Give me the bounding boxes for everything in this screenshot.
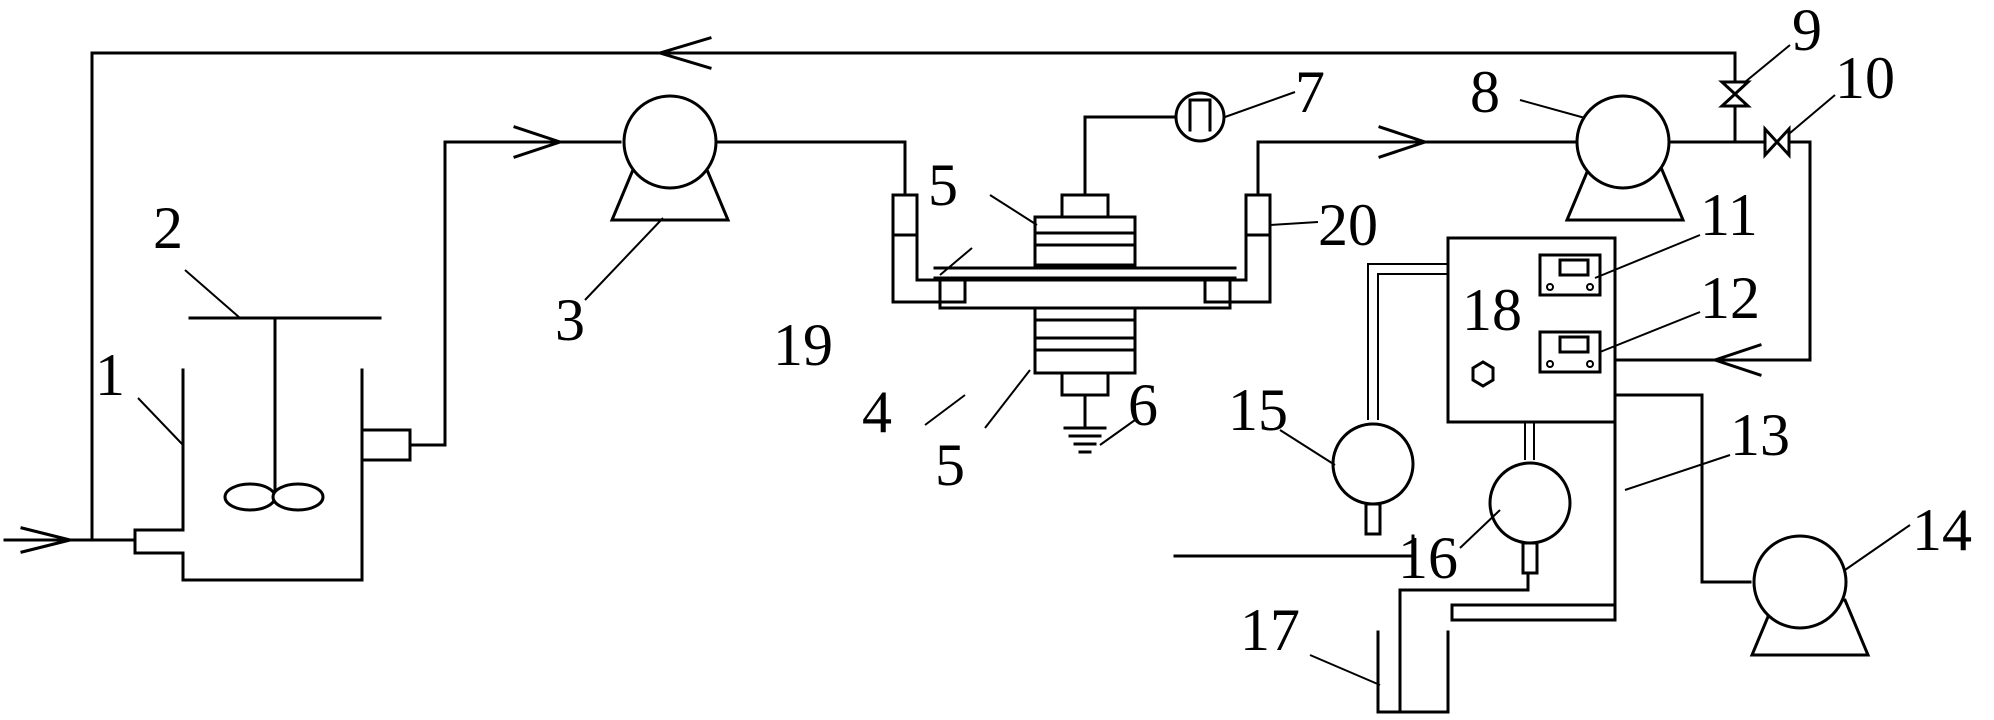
label-13: 13 [1730, 402, 1790, 468]
tube-19 [891, 193, 942, 304]
label-15: 15 [1228, 377, 1288, 443]
label-2: 2 [153, 195, 183, 261]
label-18: 18 [1462, 277, 1522, 343]
label-4: 4 [862, 379, 892, 445]
electrode-5-top [1033, 193, 1137, 267]
label-6: 6 [1128, 372, 1158, 438]
label-14: 14 [1912, 497, 1972, 563]
label-3: 3 [555, 287, 585, 353]
label-7: 7 [1295, 59, 1325, 125]
sensor-15-probe [1173, 534, 1415, 558]
sensor-16 [1488, 461, 1572, 575]
pump-14-line [1613, 393, 1752, 584]
label-5-bottom: 5 [935, 432, 965, 498]
label-9: 9 [1792, 0, 1822, 63]
label-16: 16 [1398, 525, 1458, 591]
bypass-flow-arrow [1710, 343, 1762, 377]
label-11: 11 [1700, 182, 1758, 248]
pump-14 [1749, 534, 1871, 657]
valve-10 [1763, 125, 1791, 159]
label-10: 10 [1835, 45, 1895, 111]
tank-outlet-arrow [513, 125, 565, 159]
leader-lines [137, 44, 1911, 686]
sensor-15 [1331, 422, 1415, 536]
electrode-5-bottom [1033, 306, 1137, 397]
control-box [1446, 236, 1617, 424]
box-to-sensor-16-line [1524, 422, 1535, 460]
plate-4 [933, 266, 1237, 310]
meter-11 [1538, 253, 1602, 297]
label-8: 8 [1470, 59, 1500, 125]
container-17 [1376, 630, 1450, 714]
pump-3 [609, 94, 731, 222]
connector-7-line [1083, 115, 1179, 197]
valve-9 [1718, 80, 1752, 108]
return-flow-arrow [654, 36, 712, 70]
tube-20-outlet-pipe [1256, 140, 1577, 197]
stirrer-2 [188, 316, 382, 512]
tank-1 [133, 368, 412, 582]
indicator-18 [1471, 360, 1495, 388]
tube-20 [1228, 193, 1272, 304]
pump-8 [1564, 94, 1686, 222]
box-to-sensor-15-line [1367, 263, 1448, 420]
cell-outlet-arrow [1378, 125, 1430, 159]
connector-7 [1174, 91, 1226, 143]
line-13 [1450, 420, 1617, 622]
meter-12 [1538, 330, 1602, 374]
feed-inlet-arrow [20, 526, 71, 554]
label-5-top: 5 [928, 152, 958, 218]
pump-3-outlet-pipe [713, 140, 907, 197]
label-19: 19 [773, 312, 833, 378]
sensor-16-probe [1398, 571, 1530, 714]
ground-6 [1063, 393, 1107, 454]
label-1: 1 [95, 342, 125, 408]
label-12: 12 [1700, 265, 1760, 331]
label-20: 20 [1318, 192, 1378, 258]
label-17: 17 [1240, 597, 1300, 663]
tank-outlet-pipe [408, 140, 622, 447]
